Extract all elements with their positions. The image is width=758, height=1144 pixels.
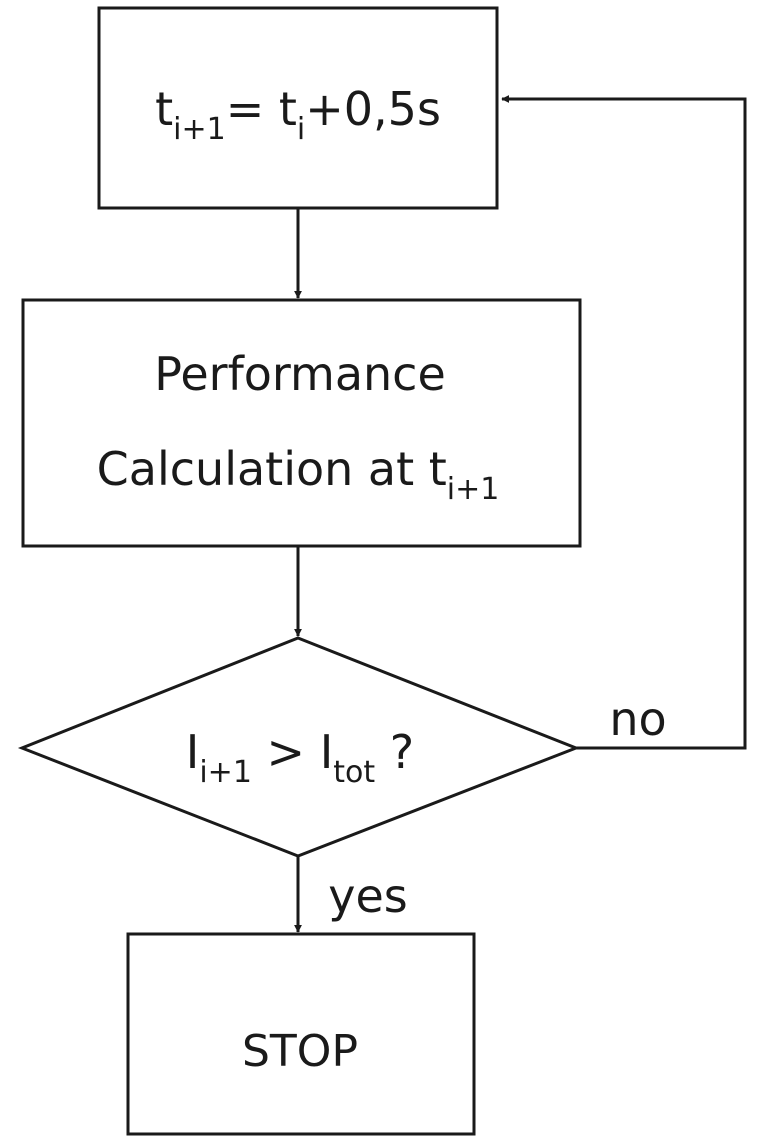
performance-line-2-subscript: i+1 [447,472,500,507]
no-label: no [609,692,666,746]
performance-line-1: Performance [154,347,446,401]
performance-line-2-text: Calculation at t [97,442,447,496]
condition-rhs-base: I [320,725,334,779]
time-step-formula: ti+1= ti+0,5s [155,82,441,147]
condition-qmark: ? [375,725,414,779]
formula-rhs-base: t [279,82,297,136]
stop-box [126,932,476,1136]
formula-equals: = [226,82,279,136]
condition-operator: > [252,725,320,779]
performance-box [21,298,582,548]
condition-lhs-base: I [186,725,200,779]
condition-lhs-subscript: i+1 [199,755,252,790]
condition-rhs-subscript: tot [333,755,375,790]
formula-lhs-base: t [155,82,173,136]
time-step-box [97,6,499,210]
stop-label: STOP [242,1026,358,1077]
yes-label: yes [328,869,408,923]
formula-rhs-rest: +0,5s [305,82,441,136]
performance-line-2: Calculation at ti+1 [97,442,500,507]
formula-lhs-subscript: i+1 [173,112,226,147]
arrow-no-loop [501,95,747,750]
formula-rhs-subscript: i [297,112,305,147]
decision-condition: Ii+1 > Itot ? [186,725,414,790]
